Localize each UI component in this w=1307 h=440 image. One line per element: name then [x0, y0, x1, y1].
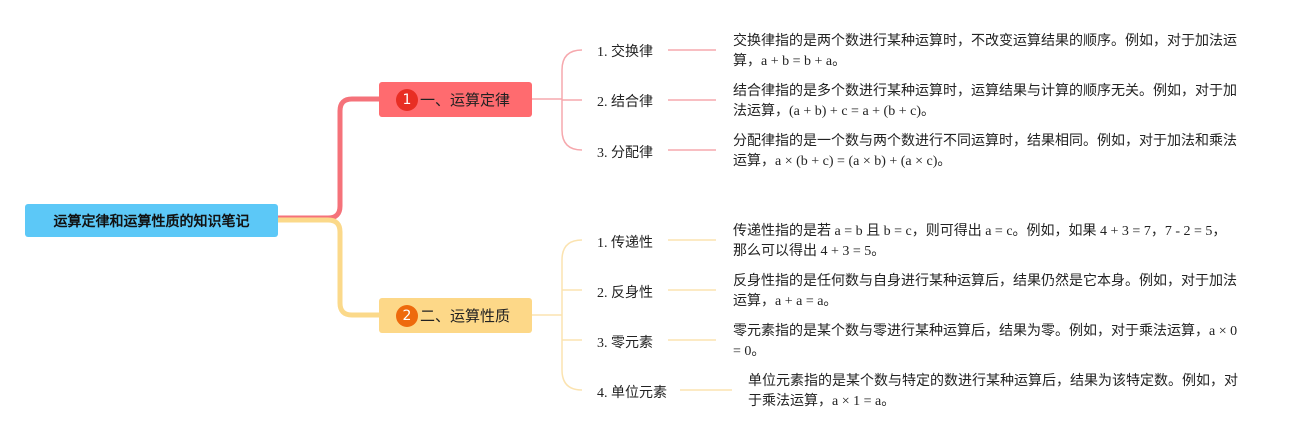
leaf-description: 分配律指的是一个数与两个数进行不同运算时，结果相同。例如，对于加法和乘法运算，a…	[733, 134, 1237, 169]
connector-root-branch-2	[278, 217, 379, 318]
connector-branch-2-fan	[561, 239, 583, 391]
root-node[interactable]: 运算定律和运算性质的知识笔记	[25, 204, 278, 237]
leaf-description: 反身性指的是任何数与自身进行某种运算后，结果仍然是它本身。例如，对于加法运算，a…	[733, 274, 1237, 309]
leaf-node-distributive[interactable]: 3. 分配律	[597, 146, 653, 161]
leaf-node-associative[interactable]: 2. 结合律	[597, 95, 653, 110]
leaf-description: 零元素指的是某个数与零进行某种运算后，结果为零。例如，对于乘法运算，a × 0 …	[733, 324, 1238, 359]
connector-root-branch-1	[278, 96, 379, 221]
branch-title: 一、运算定律	[420, 91, 511, 109]
leaf-node-identity-element[interactable]: 4. 单位元素	[597, 386, 667, 401]
number-badge-icon: 2	[396, 304, 418, 327]
root-title: 运算定律和运算性质的知识笔记	[53, 213, 250, 230]
leaf-node-reflexive[interactable]: 2. 反身性	[597, 286, 653, 301]
leaf-node-transitive[interactable]: 1. 传递性	[597, 236, 653, 251]
leaf-node-commutative[interactable]: 1. 交换律	[597, 45, 653, 60]
branch-node-2[interactable]: 2 二、运算性质	[379, 298, 532, 333]
leaf-description: 单位元素指的是某个数与特定的数进行某种运算后，结果为该特定数。例如，对于乘法运算…	[748, 374, 1238, 409]
leaf-description: 交换律指的是两个数进行某种运算时，不改变运算结果的顺序。例如，对于加法运算，a …	[733, 34, 1237, 69]
leaf-description: 传递性指的是若 a = b 且 b = c，则可得出 a = c。例如，如果 4…	[733, 224, 1227, 259]
branch-node-1[interactable]: 1 一、运算定律	[379, 82, 532, 117]
leaf-node-zero-element[interactable]: 3. 零元素	[597, 336, 653, 351]
leaf-description: 结合律指的是多个数进行某种运算时，运算结果与计算的顺序无关。例如，对于加法运算，…	[733, 84, 1237, 119]
branch-title: 二、运算性质	[420, 307, 511, 325]
number-badge-icon: 1	[396, 88, 418, 111]
